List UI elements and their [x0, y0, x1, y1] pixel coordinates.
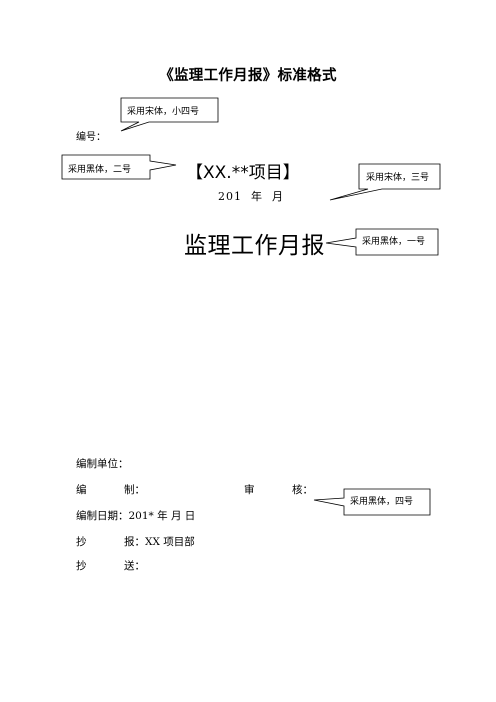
field-compile-date-label: 编制日期： [76, 510, 129, 522]
callout-serial-font: 采用宋体，小四号 [127, 107, 200, 117]
callout-box-project [61, 154, 177, 180]
callout-box-fields [313, 488, 431, 516]
project-title: 【XX.**项目】 [186, 163, 300, 183]
report-main-title: 监理工作月报 [184, 233, 325, 259]
callout-title-font: 采用黑体，一号 [362, 237, 426, 247]
field-compile-unit: 编制单位： [76, 456, 129, 471]
field-compile-unit-label: 编制单位： [76, 458, 129, 470]
field-report-to-value: XX 项目部 [145, 536, 195, 548]
callout-box-year [329, 163, 441, 201]
field-editor-label-a: 编 [76, 484, 87, 496]
year-value: 201 [218, 190, 242, 203]
field-report-to: 抄 报：XX 项目部 [76, 534, 195, 549]
field-send-to-label-b: 送： [124, 560, 145, 572]
page-title: 《监理工作月报》标准格式 [159, 68, 337, 84]
field-report-to-label-b: 报： [124, 536, 145, 548]
year-month-line: 201 年月 [218, 188, 284, 204]
field-compile-date-value: 201* 年 月 日 [128, 510, 196, 522]
field-report-to-label-a: 抄 [76, 536, 87, 548]
callout-project-font: 采用黑体，二号 [68, 165, 132, 175]
field-send-to-label-a: 抄 [76, 560, 87, 572]
year-word: 年 [251, 190, 263, 203]
callout-box-title [325, 228, 439, 256]
field-compile-date: 编制日期：201* 年 月 日 [76, 508, 195, 523]
serial-label: 编号： [76, 132, 106, 143]
field-reviewer: 审 核： [244, 482, 313, 497]
callout-year-font: 采用宋体，三号 [366, 173, 430, 183]
field-reviewer-label-b: 核： [292, 484, 313, 496]
field-editor-label-b: 制： [124, 484, 145, 496]
field-reviewer-label-a: 审 [244, 484, 255, 496]
callout-fields-font: 采用黑体，四号 [350, 497, 414, 507]
month-word: 月 [272, 190, 284, 203]
field-send-to: 抄 送： [76, 558, 145, 573]
field-editor: 编 制： [76, 482, 145, 497]
callout-box-serial [120, 97, 219, 132]
